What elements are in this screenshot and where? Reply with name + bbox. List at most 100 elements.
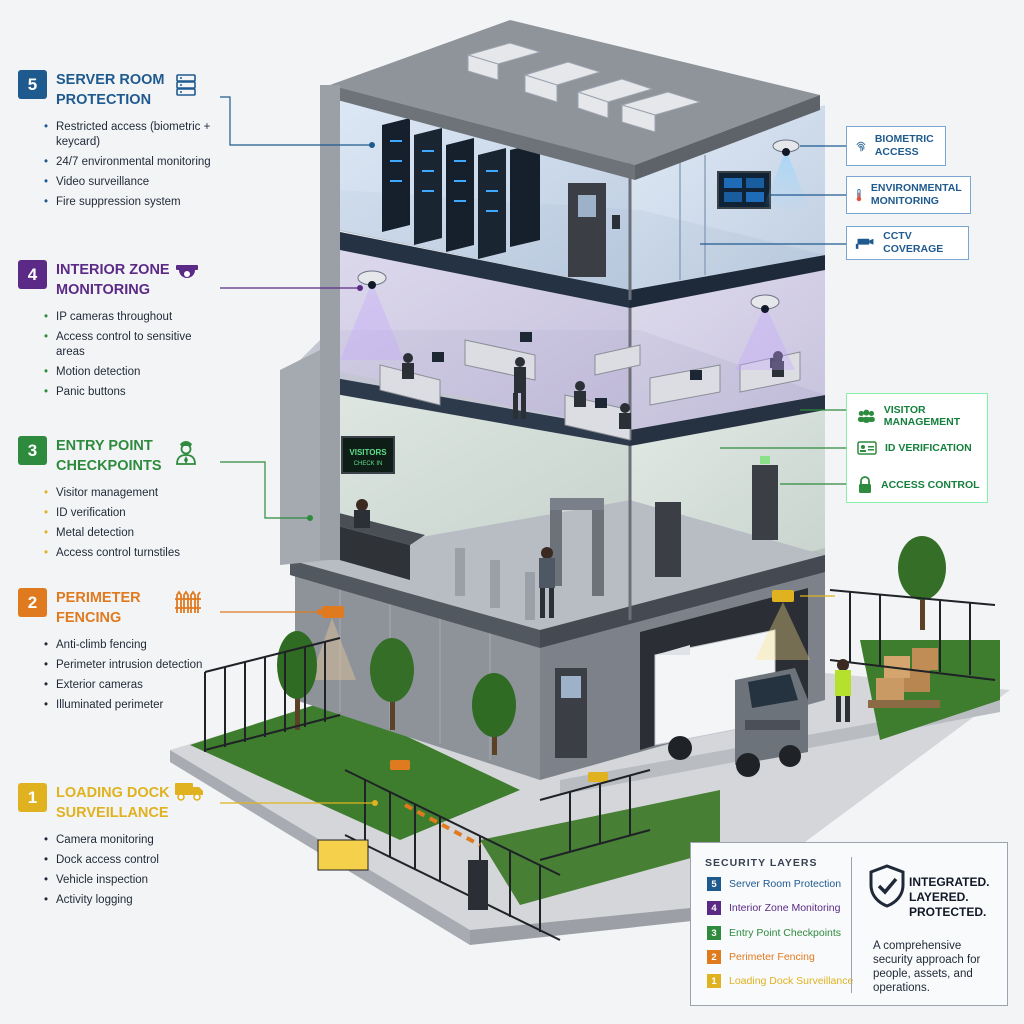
legend-row-4: 4 Interior Zone Monitoring	[707, 901, 840, 915]
perimeter-camera	[310, 606, 356, 680]
legend-row-1: 1 Loading Dock Surveillance	[707, 974, 853, 988]
dock-camera	[755, 590, 810, 660]
dome-camera-icon	[173, 262, 201, 291]
layer-feature-item: Perimeter intrusion detection	[44, 658, 219, 673]
layer-feature-item: Fire suppression system	[44, 195, 219, 210]
layer-feature-item: ID verification	[44, 506, 219, 521]
access-turnstiles	[455, 548, 535, 620]
truck-icon	[173, 780, 205, 807]
padlock-icon	[859, 476, 871, 493]
lobby-visitor-screen: VISITORS CHECK IN	[341, 436, 395, 474]
layer-feature-item: Camera monitoring	[44, 833, 219, 848]
entry-callouts-group: Visitor Management ID Verification Acces…	[846, 393, 988, 503]
screen-line-1: VISITORS	[349, 448, 387, 457]
security-guard-icon	[173, 437, 199, 470]
layer-title: Loading Dock Surveillance	[56, 785, 170, 821]
visitors-icon	[857, 409, 875, 423]
legend-row-number: 4	[707, 901, 721, 915]
fingerprint-icon	[856, 141, 866, 152]
legend-row-number: 1	[707, 974, 721, 988]
cargo-pallets	[868, 648, 940, 708]
callout-label: ID Verification	[885, 442, 972, 454]
layer-feature-item: Metal detection	[44, 526, 219, 541]
server-floor	[330, 85, 825, 308]
rooftop-hvac-units	[466, 42, 702, 133]
fence-icon	[173, 589, 203, 620]
layer-feature-item: Visitor management	[44, 486, 219, 501]
layer-feature-list: Anti-climb fencingPerimeter intrusion de…	[44, 638, 219, 718]
layer-feature-item: IP cameras throughout	[44, 310, 219, 325]
legend-slogan: Integrated. Layered. Protected.	[909, 875, 990, 919]
layer-number-badge: 2	[18, 588, 47, 617]
layer-feature-list: Restricted access (biometric + keycard) 2…	[44, 120, 219, 215]
layer-number-badge: 4	[18, 260, 47, 289]
legend-divider	[851, 857, 852, 993]
legend-row-label: Entry Point Checkpoints	[729, 927, 842, 939]
layer-feature-item: Vehicle inspection	[44, 873, 219, 888]
legend-row-label: Interior Zone Monitoring	[729, 902, 841, 914]
callout-label: Biometric Access	[874, 133, 934, 158]
layer-feature-item: Exterior cameras	[44, 678, 219, 693]
callout-label: Environmental Monitoring	[870, 182, 962, 207]
layer-feature-item: 24/7 environmental monitoring	[44, 155, 219, 170]
layer-title: Perimeter Fencing	[56, 590, 141, 626]
perimeter-fence	[204, 589, 996, 941]
layer-number-badge: 5	[18, 70, 47, 99]
legend-row-number: 2	[707, 950, 721, 964]
legend-row-number: 5	[707, 877, 721, 891]
layer-feature-list: IP cameras throughoutAccess control to s…	[44, 310, 219, 405]
id-card-icon	[857, 441, 877, 455]
callout-cctv-coverage: CCTV Coverage	[846, 226, 969, 260]
callout-label: Visitor Management	[883, 404, 961, 428]
layer-feature-item: Anti-climb fencing	[44, 638, 219, 653]
shield-check-icon	[869, 864, 905, 908]
layer-feature-list: Visitor management ID verificationMetal d…	[44, 486, 219, 566]
layer-feature-item: Dock access control	[44, 853, 219, 868]
server-rack-icon	[173, 72, 199, 103]
layer-feature-list: Camera monitoringDock access controlVehi…	[44, 833, 219, 913]
callout-id-verification: ID Verification	[857, 440, 972, 456]
trees	[277, 536, 946, 755]
cctv-camera-icon	[855, 238, 874, 249]
layer-title: Entry Point Checkpoints	[56, 438, 162, 474]
legend-row-number: 3	[707, 926, 721, 940]
callout-label: CCTV Coverage	[883, 230, 944, 255]
office-cubicles	[379, 339, 801, 441]
layer-title: Server Room Protection	[56, 72, 165, 108]
layer-feature-item: Restricted access (biometric + keycard)	[44, 120, 219, 150]
screen-line-2: CHECK IN	[354, 461, 383, 467]
layer-feature-item: Access control to sensitive areas	[44, 330, 219, 360]
thermometer-icon	[856, 188, 862, 202]
callout-environmental-monitoring: Environmental Monitoring	[846, 176, 971, 214]
legend-title: Security Layers	[705, 857, 818, 869]
layer-feature-item: Activity logging	[44, 893, 219, 908]
legend-row-3: 3 Entry Point Checkpoints	[707, 926, 841, 940]
legend-row-5: 5 Server Room Protection	[707, 877, 841, 891]
callout-access-control: Access Control	[857, 476, 980, 494]
office-floor	[290, 245, 825, 446]
layer-feature-item: Access control turnstiles	[44, 546, 219, 561]
callout-label: Access Control	[881, 479, 980, 491]
callout-visitor-management: Visitor Management	[857, 404, 987, 428]
security-guard-figure	[835, 659, 851, 722]
legend-description: A comprehensive security approach for pe…	[873, 940, 981, 994]
layer-number-badge: 3	[18, 436, 47, 465]
lawn-left	[190, 700, 520, 840]
environmental-monitor-screen	[717, 171, 771, 209]
roof	[330, 20, 820, 180]
server-racks	[382, 118, 540, 259]
delivery-truck	[654, 629, 808, 777]
layer-number-badge: 1	[18, 783, 47, 812]
layer-feature-item: Panic buttons	[44, 385, 219, 400]
security-layers-legend: Security Layers 5 Server Room Protection 4…	[690, 842, 1008, 1006]
legend-row-label: Loading Dock Surveillance	[729, 975, 854, 987]
layer-feature-item: Video surveillance	[44, 175, 219, 190]
callout-biometric-access: Biometric Access	[846, 126, 946, 166]
connector-lines	[220, 96, 846, 806]
layer-feature-item: Illuminated perimeter	[44, 698, 219, 713]
interior-dome-cameras	[340, 270, 795, 370]
legend-row-label: Server Room Protection	[729, 878, 842, 890]
